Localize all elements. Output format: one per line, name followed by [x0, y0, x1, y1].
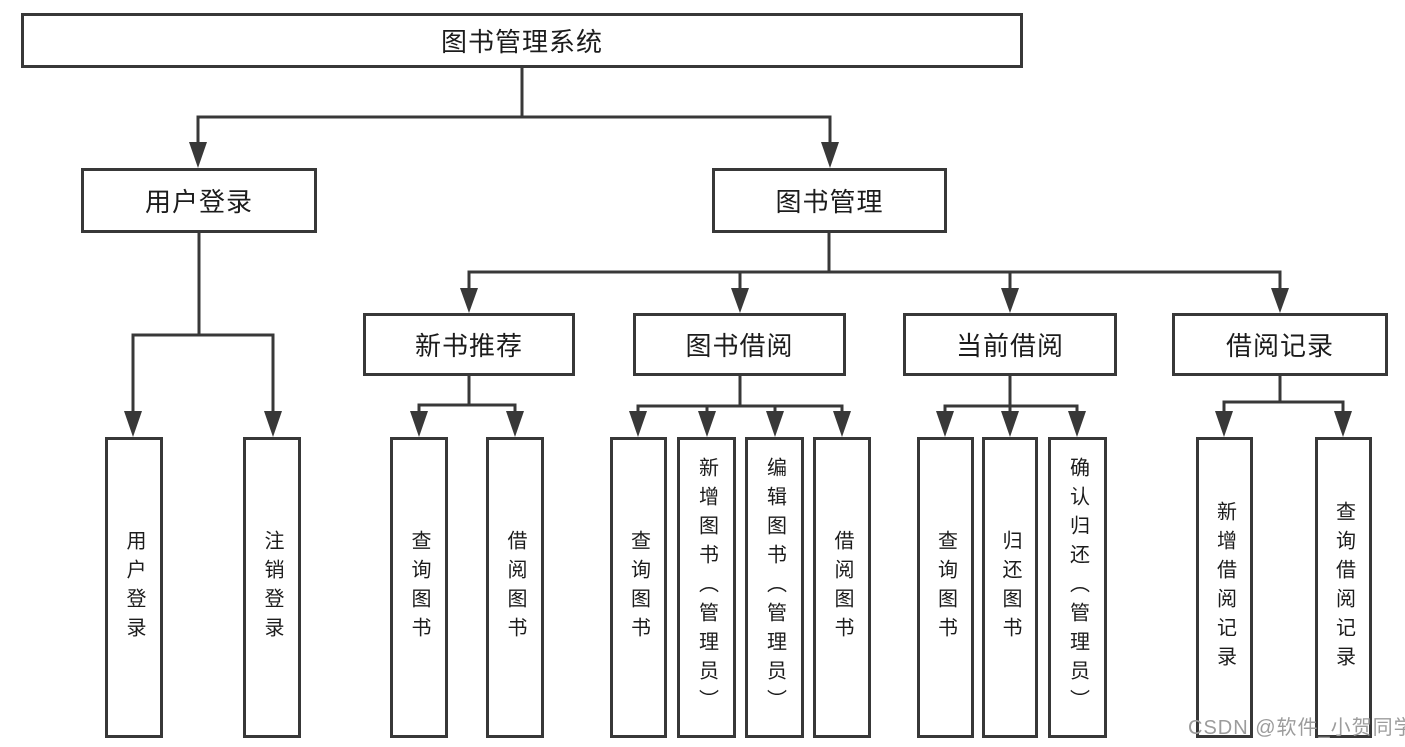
node-borrow-records-label: 借阅记录: [1225, 331, 1334, 361]
node-borrow-edit-books-admin-label: 编辑图书（管理员）: [763, 457, 786, 718]
node-user-login: 用户登录: [81, 168, 317, 233]
node-current-borrow: 当前借阅: [903, 313, 1117, 376]
node-current-confirm-return-admin-label: 确认归还（管理员）: [1066, 457, 1089, 718]
arrowheads: [124, 142, 1352, 437]
node-borrow-query-books-label: 查询图书: [627, 529, 650, 646]
node-library-system: 图书管理系统: [21, 13, 1023, 68]
node-recommend-borrow-books: 借阅图书: [486, 437, 544, 738]
node-book-borrow: 图书借阅: [633, 313, 846, 376]
node-records-add-record: 新增借阅记录: [1196, 437, 1253, 738]
node-recommend-query-books: 查询图书: [390, 437, 448, 738]
node-borrow-records: 借阅记录: [1172, 313, 1388, 376]
node-current-query-books: 查询图书: [917, 437, 974, 738]
node-borrow-add-books-admin-label: 新增图书（管理员）: [695, 457, 718, 718]
node-borrow-borrow-books: 借阅图书: [813, 437, 871, 738]
node-user-login-label: 用户登录: [144, 187, 253, 217]
node-book-management: 图书管理: [712, 168, 947, 233]
node-login-logout: 注销登录: [243, 437, 301, 738]
node-login-user-login: 用户登录: [105, 437, 163, 738]
node-borrow-borrow-books-label: 借阅图书: [831, 529, 853, 646]
node-current-query-books-label: 查询图书: [934, 529, 957, 646]
node-book-management-label: 图书管理: [775, 187, 884, 217]
node-records-query-record-label: 查询借阅记录: [1332, 500, 1355, 675]
node-library-system-label: 图书管理系统: [440, 27, 603, 57]
node-recommend-borrow-books-label: 借阅图书: [504, 529, 526, 646]
node-borrow-query-books: 查询图书: [610, 437, 667, 738]
node-login-logout-label: 注销登录: [261, 529, 283, 646]
node-current-confirm-return-admin: 确认归还（管理员）: [1048, 437, 1107, 738]
node-current-return-books: 归还图书: [982, 437, 1038, 738]
node-borrow-add-books-admin: 新增图书（管理员）: [677, 437, 736, 738]
node-current-return-books-label: 归还图书: [999, 529, 1021, 646]
node-new-book-recommend-label: 新书推荐: [414, 331, 523, 361]
node-borrow-edit-books-admin: 编辑图书（管理员）: [745, 437, 804, 738]
node-login-user-login-label: 用户登录: [123, 529, 145, 646]
node-records-add-record-label: 新增借阅记录: [1213, 500, 1236, 675]
node-book-borrow-label: 图书借阅: [685, 331, 794, 361]
node-current-borrow-label: 当前借阅: [955, 331, 1064, 361]
node-records-query-record: 查询借阅记录: [1315, 437, 1372, 738]
node-recommend-query-books-label: 查询图书: [408, 529, 430, 646]
csdn-watermark: CSDN @软件_小贺同学: [1188, 717, 1405, 739]
node-new-book-recommend: 新书推荐: [363, 313, 575, 376]
